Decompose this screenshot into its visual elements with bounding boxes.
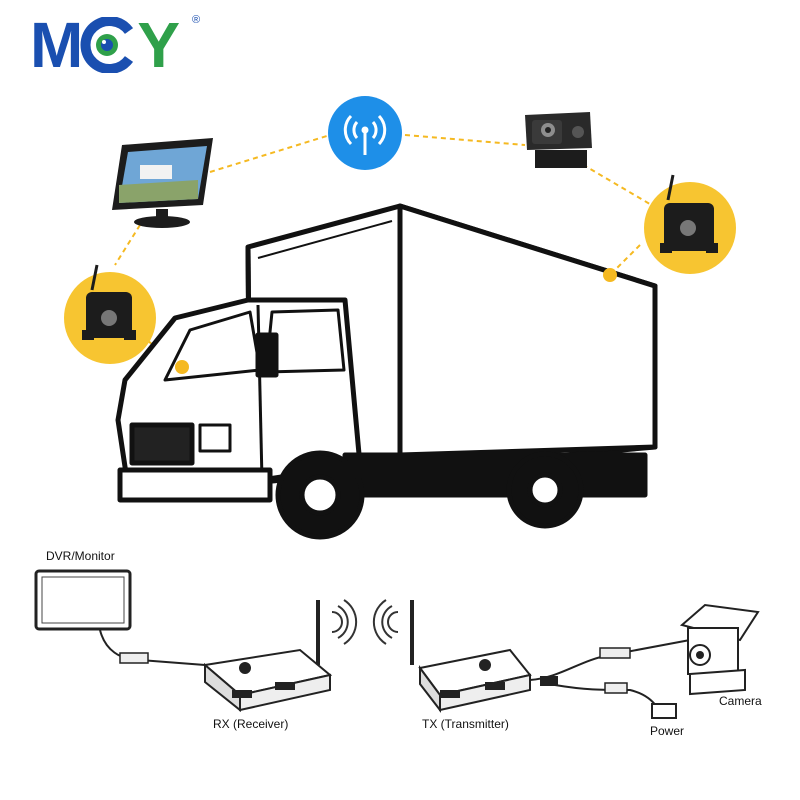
truck-illustration [115,203,658,540]
wireless-waves-icon [372,599,399,645]
wireless-waves-icon [331,599,358,645]
logo-letter-y: Y [137,9,180,81]
logo-letter-m: M [30,9,83,81]
dvr-monitor [34,569,132,631]
rx-mount-point [175,360,189,374]
power-label: Power [650,724,685,738]
power-plug [651,703,677,719]
camera [679,603,760,696]
tx-mount-point [603,268,617,282]
tx-label: TX (Transmitter) [422,717,509,731]
top-camera [525,112,592,168]
rx-module [202,600,333,713]
rx-label: RX (Receiver) [213,717,289,731]
wireless-link-lines [114,134,661,366]
tx-module [410,600,532,713]
tx-highlight-circle [644,174,736,274]
rx-highlight-circle [64,264,156,364]
top-monitor [112,138,213,228]
dvr-monitor-label: DVR/Monitor [46,549,115,563]
camera-label: Camera [719,694,762,708]
registered-mark: ® [192,14,201,26]
logo-eye-icon [79,10,137,80]
brand-logo: M Y [30,9,180,81]
wifi-signal-icon [328,96,402,170]
